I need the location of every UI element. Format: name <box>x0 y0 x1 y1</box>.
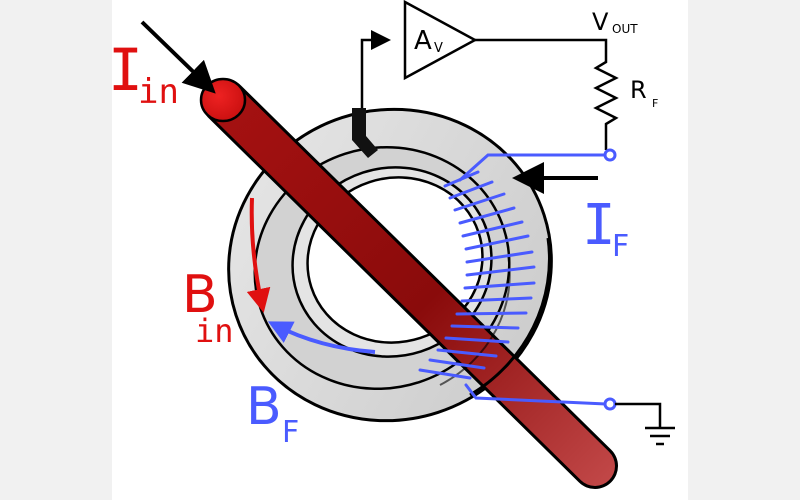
amp-label: A <box>414 26 432 56</box>
amplifier: A V <box>403 0 478 81</box>
i-f-label-sub: F <box>612 229 629 264</box>
vout-wire <box>475 38 608 55</box>
b-f-label-sub: F <box>282 415 299 450</box>
b-in-label-sub: in <box>195 312 234 350</box>
feedback-resistor <box>593 55 619 150</box>
rf-label: R <box>630 76 647 104</box>
i-in-label-sub: in <box>138 72 179 112</box>
ground-symbol <box>615 402 675 446</box>
vout-label: V <box>592 8 609 36</box>
feedback-circuit: V OUT R F <box>475 8 658 150</box>
b-f-label: B <box>246 377 282 437</box>
b-f-arrow <box>267 321 376 354</box>
input-current-arrow <box>140 20 216 94</box>
amplifier-triangle <box>403 0 478 81</box>
i-in-label: I <box>112 36 143 104</box>
b-in-label: B <box>182 265 218 325</box>
sensor-to-amp-wire <box>360 30 391 108</box>
i-f-label: I <box>582 193 616 258</box>
diagram-canvas: A V V OUT R F <box>112 0 688 500</box>
b-in-arrow <box>246 197 271 313</box>
vout-label-sub: OUT <box>612 22 638 36</box>
secondary-winding <box>418 148 617 411</box>
current-transformer-diagram: A V V OUT R F <box>112 0 675 489</box>
rf-label-sub: F <box>652 97 658 110</box>
amp-label-sub: V <box>434 41 443 56</box>
hall-sensor <box>352 30 391 158</box>
